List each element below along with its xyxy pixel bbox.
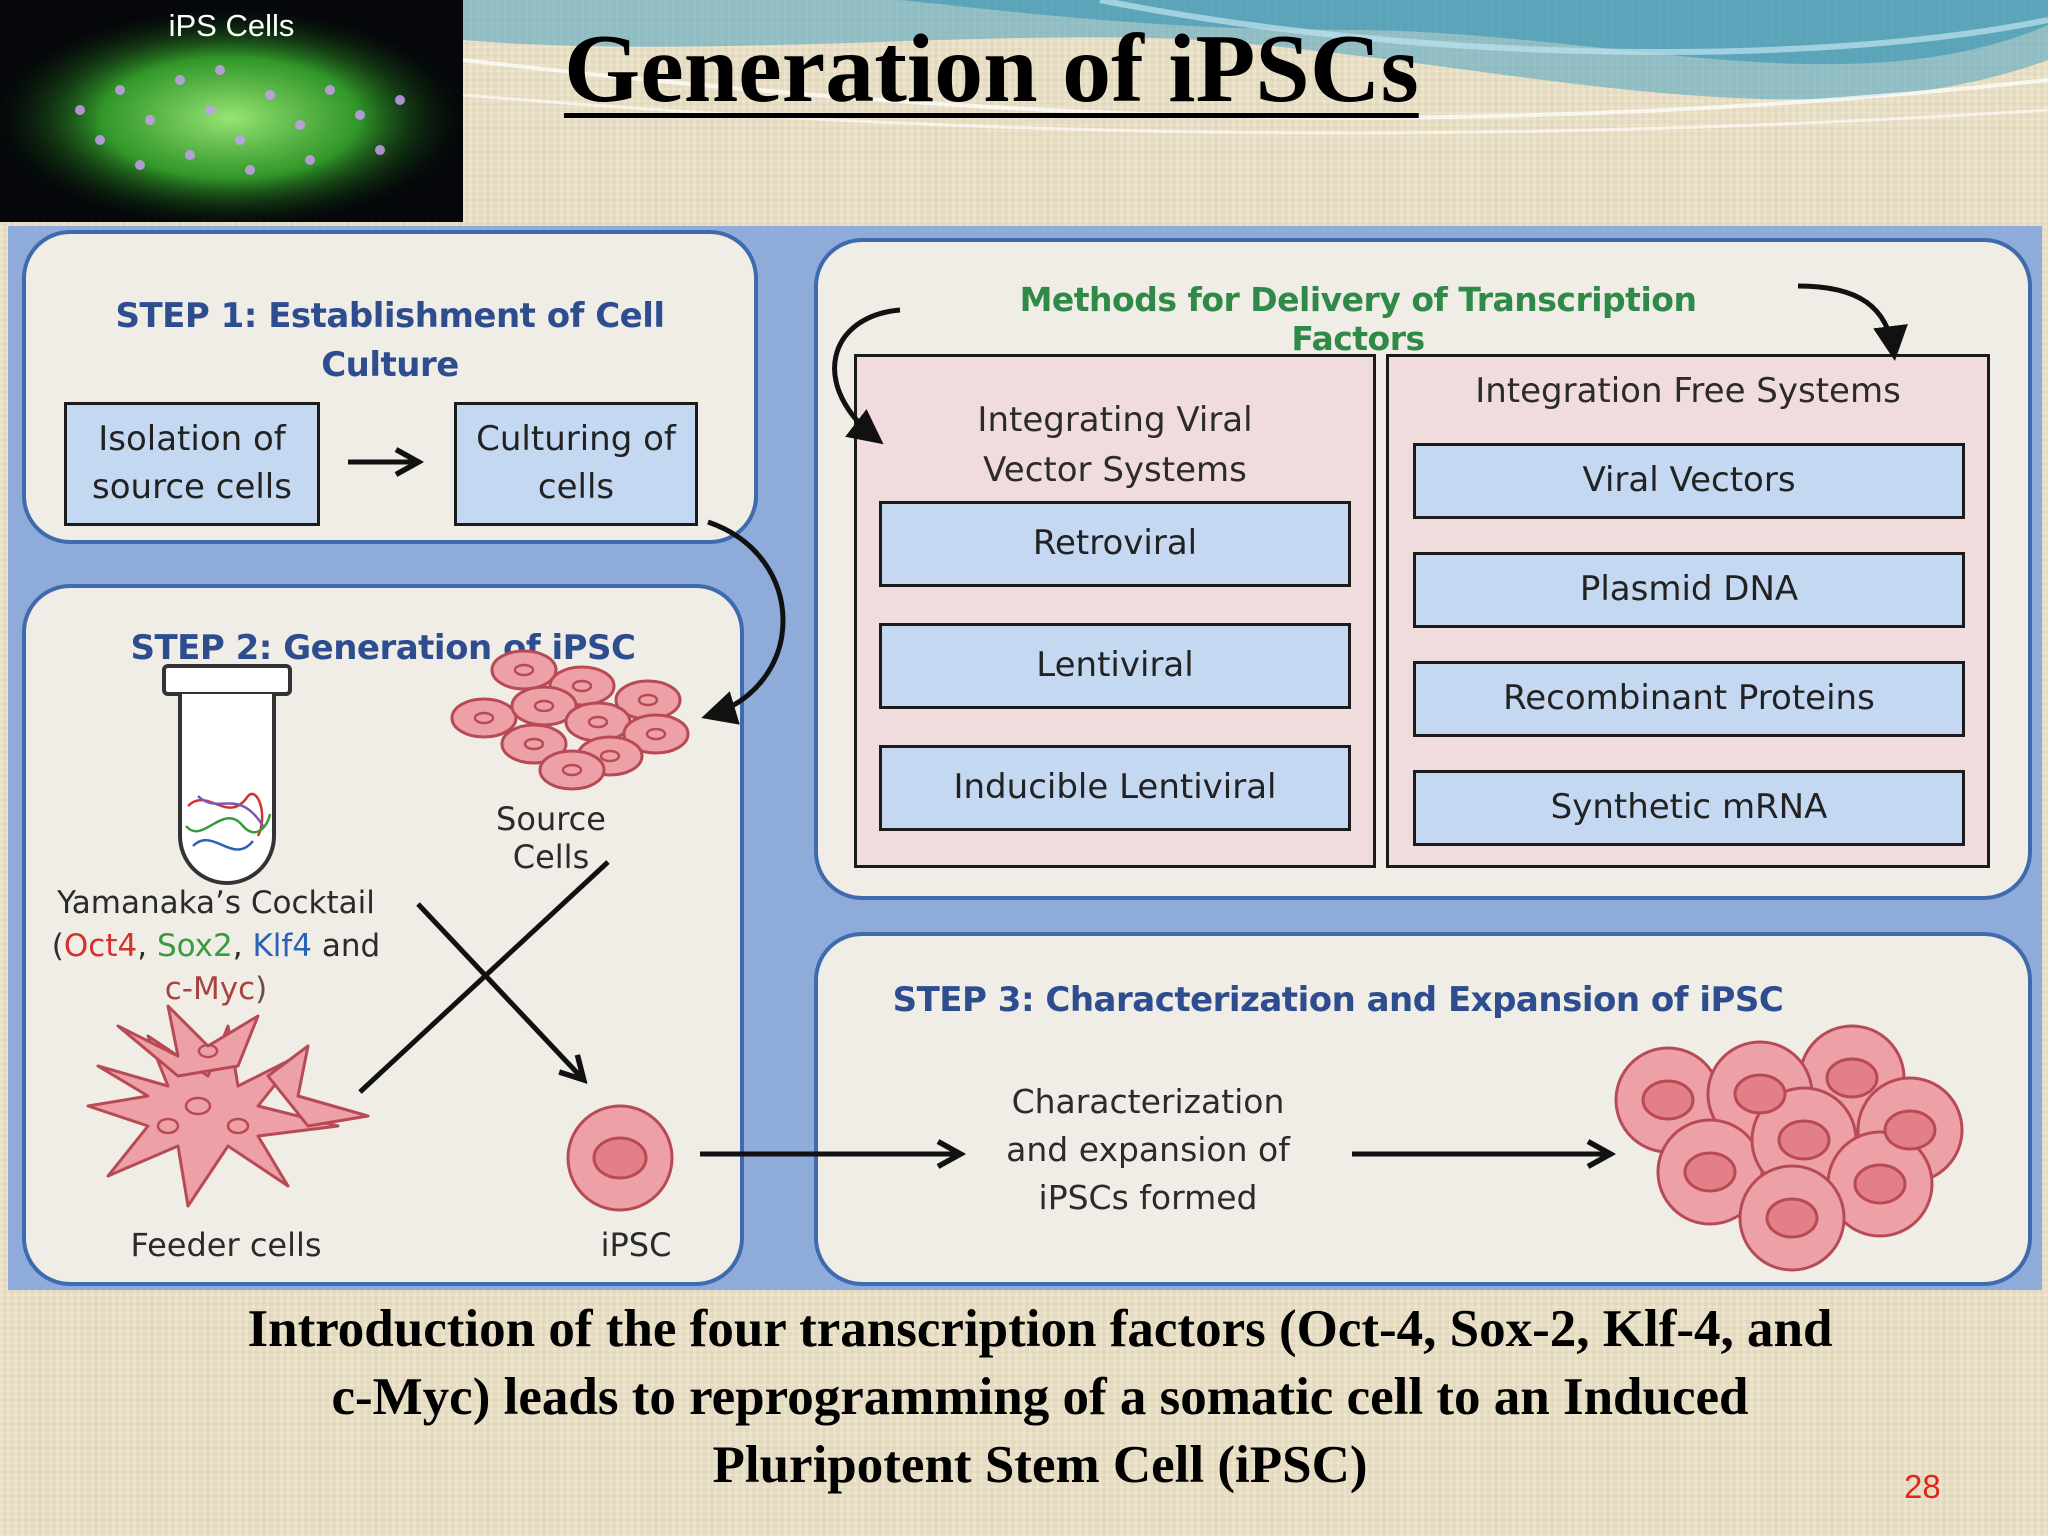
cocktail-close-paren: ): [255, 971, 268, 1007]
factor-oct4: Oct4: [63, 928, 138, 964]
integrating-column: Integrating Viral Vector Systems Retrovi…: [854, 354, 1376, 868]
cocktail-line1: Yamanaka’s Cocktail: [57, 885, 375, 921]
step1-title-line1: STEP 1: Establishment of Cell: [115, 296, 665, 336]
thumbnail-cell-image: iPS Cells: [0, 0, 463, 222]
factor-klf4: Klf4: [252, 928, 313, 964]
isolation-box: Isolation of source cells: [64, 402, 320, 526]
step3-text: Characterization and expansion of iPSCs …: [968, 1078, 1328, 1222]
cocktail-and: and: [312, 928, 381, 964]
step1-title: STEP 1: Establishment of Cell Culture: [26, 292, 754, 390]
slide-caption: Introduction of the four transcription f…: [120, 1296, 1960, 1499]
isolation-line1: Isolation of: [98, 419, 286, 460]
yamanaka-cocktail-label: Yamanaka’s Cocktail (Oct4, Sox2, Klf4 an…: [46, 882, 386, 1011]
step3-text-line1: Characterization: [1011, 1082, 1285, 1121]
caption-line1: Introduction of the four transcription f…: [247, 1300, 1833, 1358]
culturing-box: Culturing of cells: [454, 402, 698, 526]
fluorescent-cells-image: [0, 8, 463, 222]
page-number: 28: [1904, 1468, 1941, 1505]
step3-text-line2: and expansion of: [1006, 1130, 1290, 1169]
cocktail-line2: (Oct4, Sox2, Klf4 and: [46, 925, 386, 968]
isolation-line2: source cells: [92, 467, 292, 507]
method-recombinant-proteins: Recombinant Proteins: [1413, 661, 1965, 737]
cocktail-comma1: ,: [137, 928, 157, 964]
integrating-title: Integrating Viral Vector Systems: [857, 395, 1373, 495]
integrating-title-line1: Integrating Viral: [977, 400, 1253, 440]
step2-panel: STEP 2: Generation of iPSC Source Cells …: [22, 584, 744, 1286]
method-lentiviral: Lentiviral: [879, 623, 1351, 709]
cocktail-comma2: ,: [232, 928, 253, 964]
culturing-line1: Culturing of: [476, 419, 676, 460]
step2-title: STEP 2: Generation of iPSC: [130, 628, 636, 668]
step1-panel: STEP 1: Establishment of Cell Culture Is…: [22, 230, 758, 544]
cocktail-line3: c-Myc): [46, 968, 386, 1011]
step3-text-line3: iPSCs formed: [1038, 1178, 1258, 1217]
cocktail-open-paren: (: [51, 928, 64, 964]
ipsc-generation-figure: STEP 1: Establishment of Cell Culture Is…: [8, 226, 2042, 1290]
methods-panel: Methods for Delivery of Transcription Fa…: [814, 238, 2032, 900]
source-cells-label: Source Cells: [496, 800, 606, 876]
ipsc-label: iPSC: [600, 1226, 672, 1264]
integration-free-column: Integration Free Systems Viral Vectors P…: [1386, 354, 1990, 868]
feeder-cells-label: Feeder cells: [130, 1226, 322, 1264]
culturing-line2: cells: [537, 467, 615, 507]
integrating-title-line2: Vector Systems: [983, 450, 1247, 490]
integration-free-title: Integration Free Systems: [1475, 371, 1901, 411]
header-wave-decoration: [462, 0, 2048, 135]
method-viral-vectors: Viral Vectors: [1413, 443, 1965, 519]
method-plasmid-dna: Plasmid DNA: [1413, 552, 1965, 628]
method-retroviral: Retroviral: [879, 501, 1351, 587]
caption-line3: Pluripotent Stem Cell (iPSC): [712, 1435, 1368, 1494]
factor-sox2: Sox2: [156, 928, 233, 964]
thumbnail-label: iPS Cells: [168, 8, 295, 43]
step3-title: STEP 3: Characterization and Expansion o…: [892, 980, 1784, 1020]
method-synthetic-mrna: Synthetic mRNA: [1413, 770, 1965, 846]
methods-title: Methods for Delivery of Transcription Fa…: [1019, 280, 1697, 358]
step1-title-line2: Culture: [321, 345, 459, 385]
step3-panel: STEP 3: Characterization and Expansion o…: [814, 932, 2032, 1286]
factor-cmyc: c-Myc: [164, 971, 256, 1007]
slide-title: Generation of iPSCs: [564, 15, 1419, 123]
caption-line2: c-Myc) leads to reprogramming of a somat…: [331, 1367, 1749, 1426]
method-inducible-lentiviral: Inducible Lentiviral: [879, 745, 1351, 831]
